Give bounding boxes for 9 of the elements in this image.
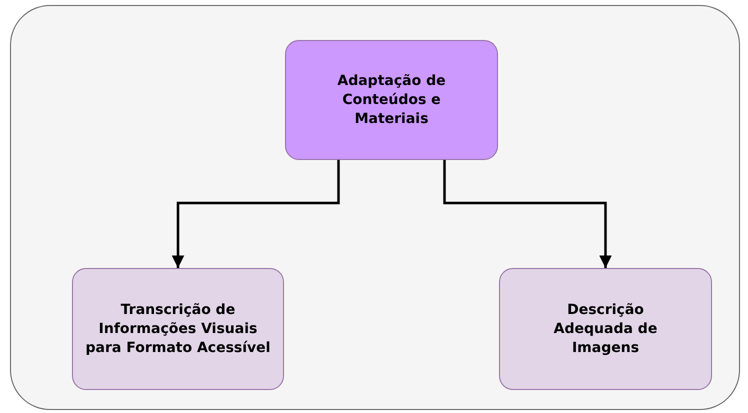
process-box [285,40,498,160]
box-label: Descrição Adequada de Imagens [552,300,658,358]
arrow [172,160,340,268]
box-label: Transcrição de Informações Visuais para Formato Acessível [84,300,272,358]
box-label: Adaptação de Conteúdos e Materiais [336,72,447,128]
process-box [72,268,284,390]
container-panel [10,5,740,410]
arrow [443,160,612,268]
process-box [499,268,712,390]
